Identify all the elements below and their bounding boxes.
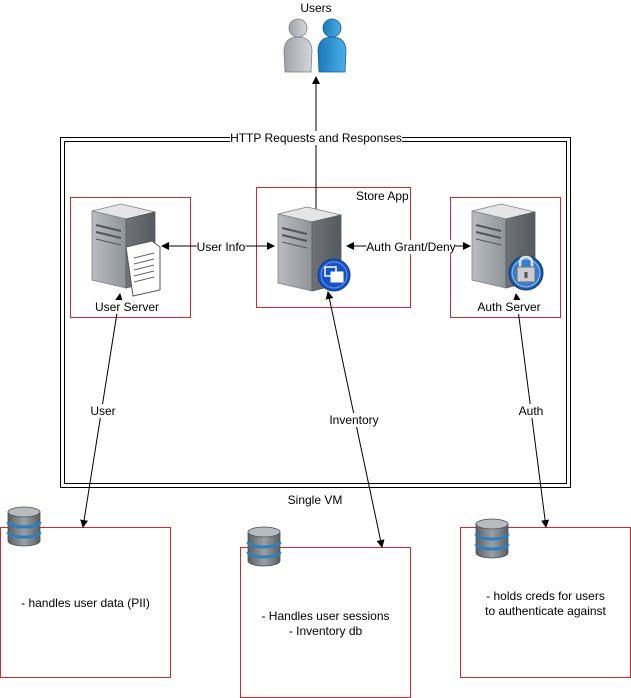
auth-db-note-line-2: to authenticate against bbox=[485, 604, 606, 618]
store-app-server-icon[interactable] bbox=[277, 206, 351, 292]
auth-server-frame[interactable] bbox=[450, 197, 561, 318]
single-vm-label: Single VM bbox=[287, 493, 343, 507]
auth-server-icon[interactable] bbox=[471, 203, 544, 291]
inventory-edge-label: Inventory bbox=[329, 413, 379, 427]
auth-server-label: Auth Server bbox=[477, 300, 541, 314]
store-db-note-line-2: - Inventory db bbox=[288, 624, 363, 638]
auth-edge-label: Auth bbox=[518, 404, 544, 418]
user-db-note-line: - handles user data (PII) bbox=[21, 596, 150, 610]
users-label: Users bbox=[300, 1, 332, 15]
user-server-label: User Server bbox=[94, 300, 160, 314]
document-icon bbox=[125, 240, 161, 297]
user-edge-label: User bbox=[90, 404, 116, 418]
store-app-label: Store App bbox=[356, 189, 409, 203]
user-database-icon[interactable] bbox=[6, 506, 42, 547]
auth-db-note: - holds creds for users to authenticate … bbox=[461, 589, 630, 619]
user-gray-icon bbox=[283, 18, 313, 73]
user-server-icon[interactable] bbox=[91, 203, 161, 297]
store-database-icon[interactable] bbox=[246, 526, 282, 567]
store-db-note: - Handles user sessions - Inventory db bbox=[241, 609, 410, 639]
auth-grant-label: Auth Grant/Deny bbox=[366, 240, 456, 254]
http-requests-label: HTTP Requests and Responses bbox=[230, 131, 402, 145]
users-icon[interactable] bbox=[283, 18, 347, 73]
store-db-note-line-1: - Handles user sessions bbox=[261, 609, 390, 623]
auth-database-icon[interactable] bbox=[474, 518, 510, 559]
user-info-label: User Info bbox=[196, 240, 246, 254]
auth-db-note-line-1: - holds creds for users bbox=[486, 589, 605, 603]
user-server-frame[interactable] bbox=[70, 197, 191, 318]
user-db-note: - handles user data (PII) bbox=[1, 596, 170, 611]
user-blue-icon bbox=[317, 18, 347, 73]
lock-badge-icon bbox=[508, 255, 544, 291]
windows-badge-icon bbox=[317, 258, 351, 292]
